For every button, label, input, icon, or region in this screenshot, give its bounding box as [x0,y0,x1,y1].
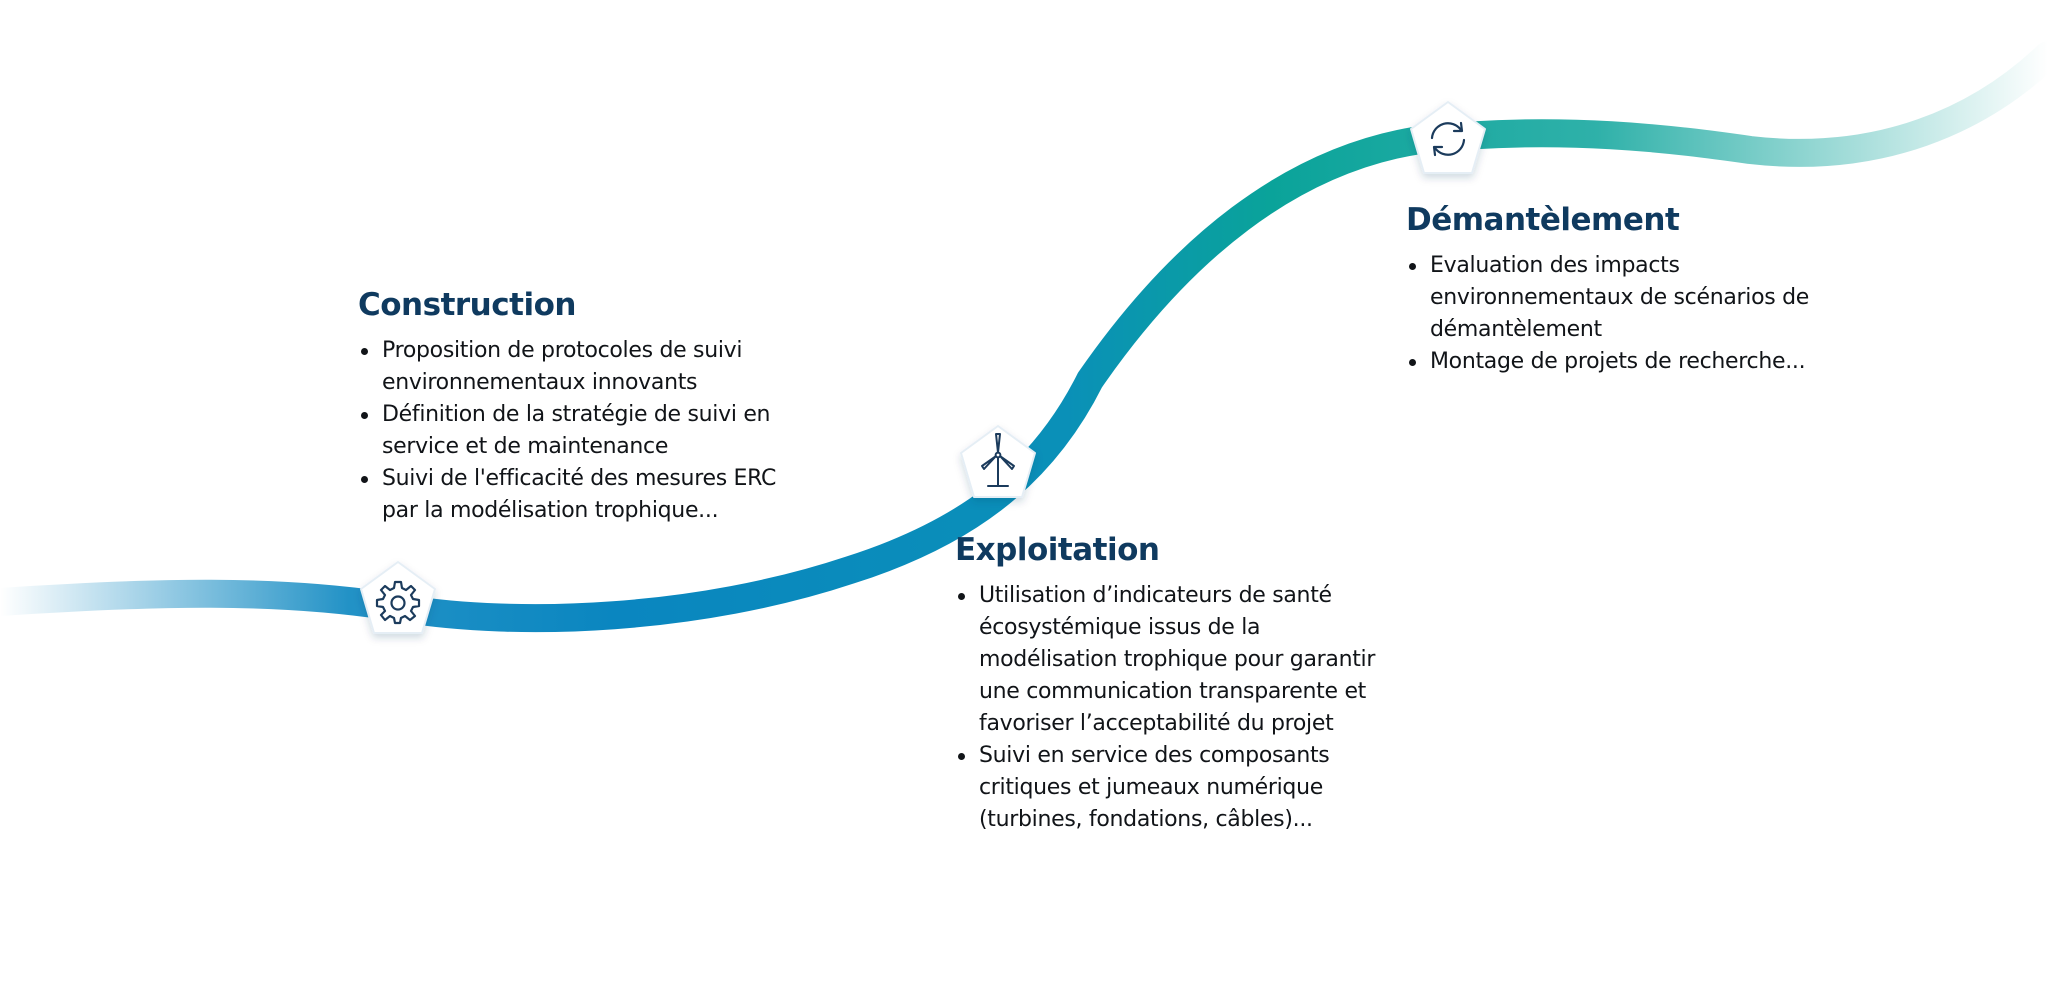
refresh-cycle-icon [1430,121,1466,157]
node-construction [356,558,440,638]
bullet-item: Utilisation d’indicateurs de santé écosy… [955,580,1395,740]
pentagon-badge [960,425,1036,498]
stage-construction: Construction Proposition de protocoles d… [358,285,798,527]
bullet-list: Utilisation d’indicateurs de santé écosy… [955,580,1395,836]
stage-demantelement: Démantèlement Evaluation des impacts env… [1406,200,1846,378]
node-exploitation [956,422,1040,502]
stage-exploitation: Exploitation Utilisation d’indicateurs d… [955,530,1395,836]
pentagon-badge [360,561,436,634]
bullet-item: Evaluation des impacts environnementaux … [1406,250,1846,346]
pentagon-badge [1410,101,1486,174]
stage-title: Construction [358,287,576,323]
node-demantelement [1406,98,1490,178]
bullet-item: Suivi de l'efficacité des mesures ERC pa… [358,463,798,527]
bullet-item: Proposition de protocoles de suivi envir… [358,335,798,399]
bullet-item: Suivi en service des composants critique… [955,740,1395,836]
bullet-list: Evaluation des impacts environnementaux … [1406,250,1846,378]
bullet-list: Proposition de protocoles de suivi envir… [358,335,798,527]
bullet-item: Définition de la stratégie de suivi en s… [358,399,798,463]
stage-title: Démantèlement [1406,202,1680,238]
bullet-item: Montage de projets de recherche... [1406,346,1846,378]
stage-title: Exploitation [955,532,1160,568]
wind-turbine-icon [981,433,1015,487]
gear-icon [375,580,421,625]
